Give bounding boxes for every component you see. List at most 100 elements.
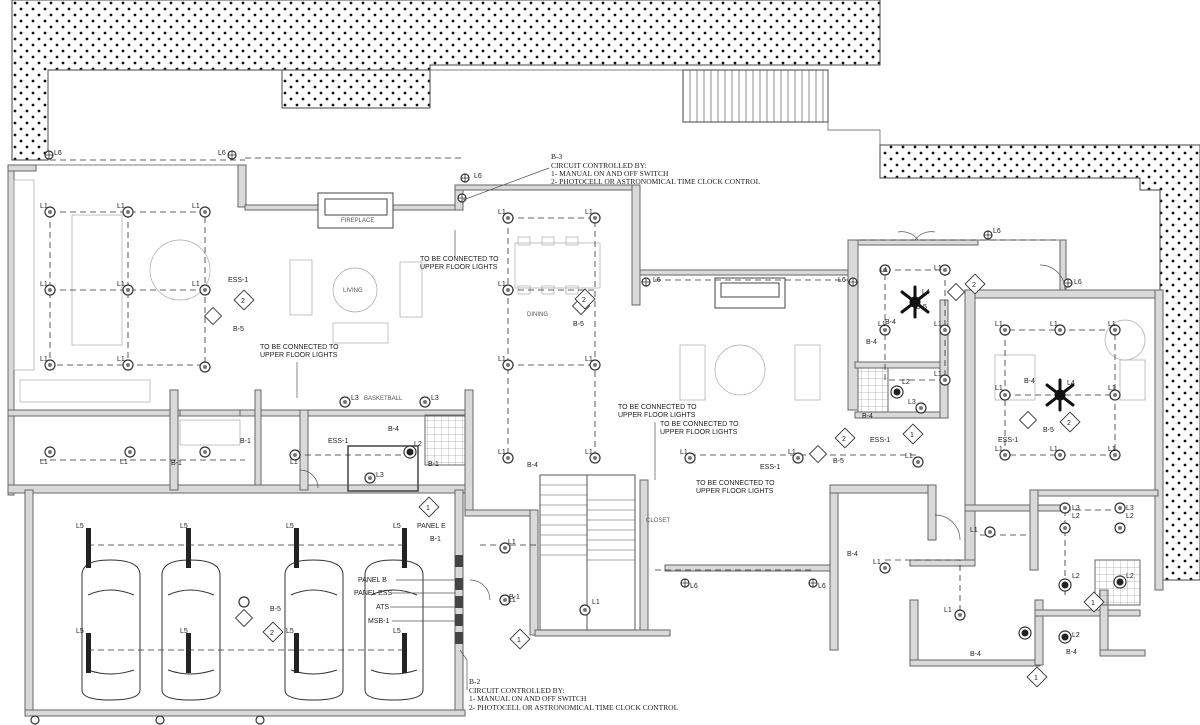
fixture-label-l6: L6: [818, 583, 826, 590]
tile-area-2: [857, 367, 889, 413]
fixture-label-l6: L6: [1074, 279, 1082, 286]
circuit-label-ess1: ESS-1: [870, 437, 890, 444]
fixture-label-l5: L5: [286, 628, 294, 635]
tag-label: 1: [910, 432, 914, 439]
circuit-label-b5: B-5: [270, 606, 281, 613]
light-l1: [199, 284, 211, 296]
circuit-label-b4: B-4: [1066, 649, 1077, 656]
light-l1: [502, 284, 514, 296]
light-l1: [589, 359, 601, 371]
circuit-label-b5: B-5: [833, 458, 844, 465]
circuit-label-b4: B-4: [527, 462, 538, 469]
light-l1: [122, 206, 134, 218]
light-l1: [939, 324, 951, 336]
fixture-label-l3: L3: [908, 399, 916, 406]
circuit-label-b1: B-1: [428, 461, 439, 468]
fixture-label-l1: L1: [905, 453, 913, 460]
light-l1: [579, 604, 591, 616]
light-l1: [589, 452, 601, 464]
circuit-label-b4: B-4: [970, 651, 981, 658]
fireplace-2: [714, 277, 786, 309]
tag-markers: 2 2 2 2 2 2 1 1 1 1 1: [233, 273, 1105, 688]
tag-label: 2: [842, 436, 846, 443]
light-fixtures: [44, 206, 1127, 644]
light-l1: [44, 359, 56, 371]
light-l1: [999, 324, 1011, 336]
fixture-label-l1: L1: [995, 446, 1003, 453]
light-l1: [954, 609, 966, 621]
circuit-label-ess1: ESS-1: [998, 437, 1018, 444]
fixture-label-l1: L1: [788, 449, 796, 456]
tag-label: 1: [426, 505, 430, 512]
note-b2-title: CIRCUIT CONTROLLED BY:: [469, 686, 564, 695]
light-l1: [879, 264, 891, 276]
fixture-label-l1: L1: [508, 539, 516, 546]
note-b3-line2: 2- PHOTOCELL OR ASTRONOMICAL TIME CLOCK …: [551, 177, 761, 186]
light-l1: [502, 212, 514, 224]
circuit-label-b4: B-4: [847, 551, 858, 558]
dining-room-label: DINING: [527, 312, 548, 318]
fixture-label-l3: L3: [1126, 505, 1134, 512]
light-l1: [879, 324, 891, 336]
electrical-panels: [455, 555, 463, 644]
exterior-stair: [682, 69, 829, 123]
fixture-label-l2: L2: [1072, 513, 1080, 520]
light-l2: [403, 445, 417, 459]
fixture-label-l1: L1: [934, 321, 942, 328]
light-l2: [890, 385, 904, 399]
fixture-labels: L6 L6 L6 L6 L6 L6 L6 L6 L6 L1 L1 L1 L1 L…: [40, 150, 1134, 639]
light-l2: [1058, 578, 1072, 592]
fixture-label-l1: L1: [585, 449, 593, 456]
panel-b-label: PANEL B: [358, 577, 387, 584]
fixture-label-l5: L5: [180, 523, 188, 530]
fixture-label-l1: L1: [880, 267, 888, 274]
circuit-label-b1: B-1: [171, 460, 182, 467]
circuit-label-b4: B-4: [885, 319, 896, 326]
msb-label: MSB-1: [368, 618, 390, 625]
light-l3: [1059, 522, 1071, 534]
fixture-label-l1: L1: [290, 459, 298, 466]
light-l1: [1054, 449, 1066, 461]
fixture-label-l1: L1: [498, 281, 506, 288]
note-b3-line1: 1- MANUAL ON AND OFF SWITCH: [551, 169, 669, 178]
light-l1: [199, 206, 211, 218]
note-upper-a-2: UPPER FLOOR LIGHTS: [420, 264, 498, 271]
fixture-label-l1: L1: [120, 459, 128, 466]
light-l1: [879, 562, 891, 574]
fixture-label-l1: L1: [40, 356, 48, 363]
light-l3: [419, 396, 431, 408]
circuit-label-b1: B-1: [430, 536, 441, 543]
light-l1: [939, 264, 951, 276]
panel-labels: PANEL E PANEL B PANEL ESS ATS MSB-1: [354, 523, 455, 625]
fixture-label-l6: L6: [838, 277, 846, 284]
circuit-label-b4: B-4: [1024, 378, 1035, 385]
fixture-label-l1: L1: [1050, 321, 1058, 328]
fixture-label-l1: L1: [1108, 446, 1116, 453]
fixture-label-l3: L3: [351, 395, 359, 402]
fireplace-1: FIREPLACE: [317, 192, 394, 229]
fixture-label-l1: L1: [498, 356, 506, 363]
note-upper-a-1: TO BE CONNECTED TO: [420, 256, 499, 263]
fixture-label-l5: L5: [393, 628, 401, 635]
light-l1: [1109, 389, 1121, 401]
tag-label: 2: [241, 298, 245, 305]
fixture-label-l5: L5: [76, 628, 84, 635]
living-room-label: LIVING: [343, 288, 363, 294]
fixture-label-l5: L5: [180, 628, 188, 635]
tag-label: 2: [582, 297, 586, 304]
fixture-label-l6: L6: [993, 228, 1001, 235]
fixture-label-l1: L1: [995, 321, 1003, 328]
light-l2: [1018, 626, 1032, 640]
interior-stair: [539, 474, 636, 631]
circuit-label-b1: B-1: [509, 594, 520, 601]
note-upper-e: TO BE CONNECTED TO UPPER FLOOR LIGHTS: [696, 480, 775, 495]
fixture-label-l1: L1: [1050, 446, 1058, 453]
fixture-label-l1: L1: [498, 449, 506, 456]
fixture-label-l1: L1: [680, 449, 688, 456]
light-l3: [915, 402, 927, 414]
light-l1: [912, 456, 924, 468]
fixture-label-l5: L5: [76, 523, 84, 530]
note-upper-d: TO BE CONNECTED TO UPPER FLOOR LIGHTS: [654, 421, 739, 480]
circuit-label-b4: B-4: [866, 339, 877, 346]
